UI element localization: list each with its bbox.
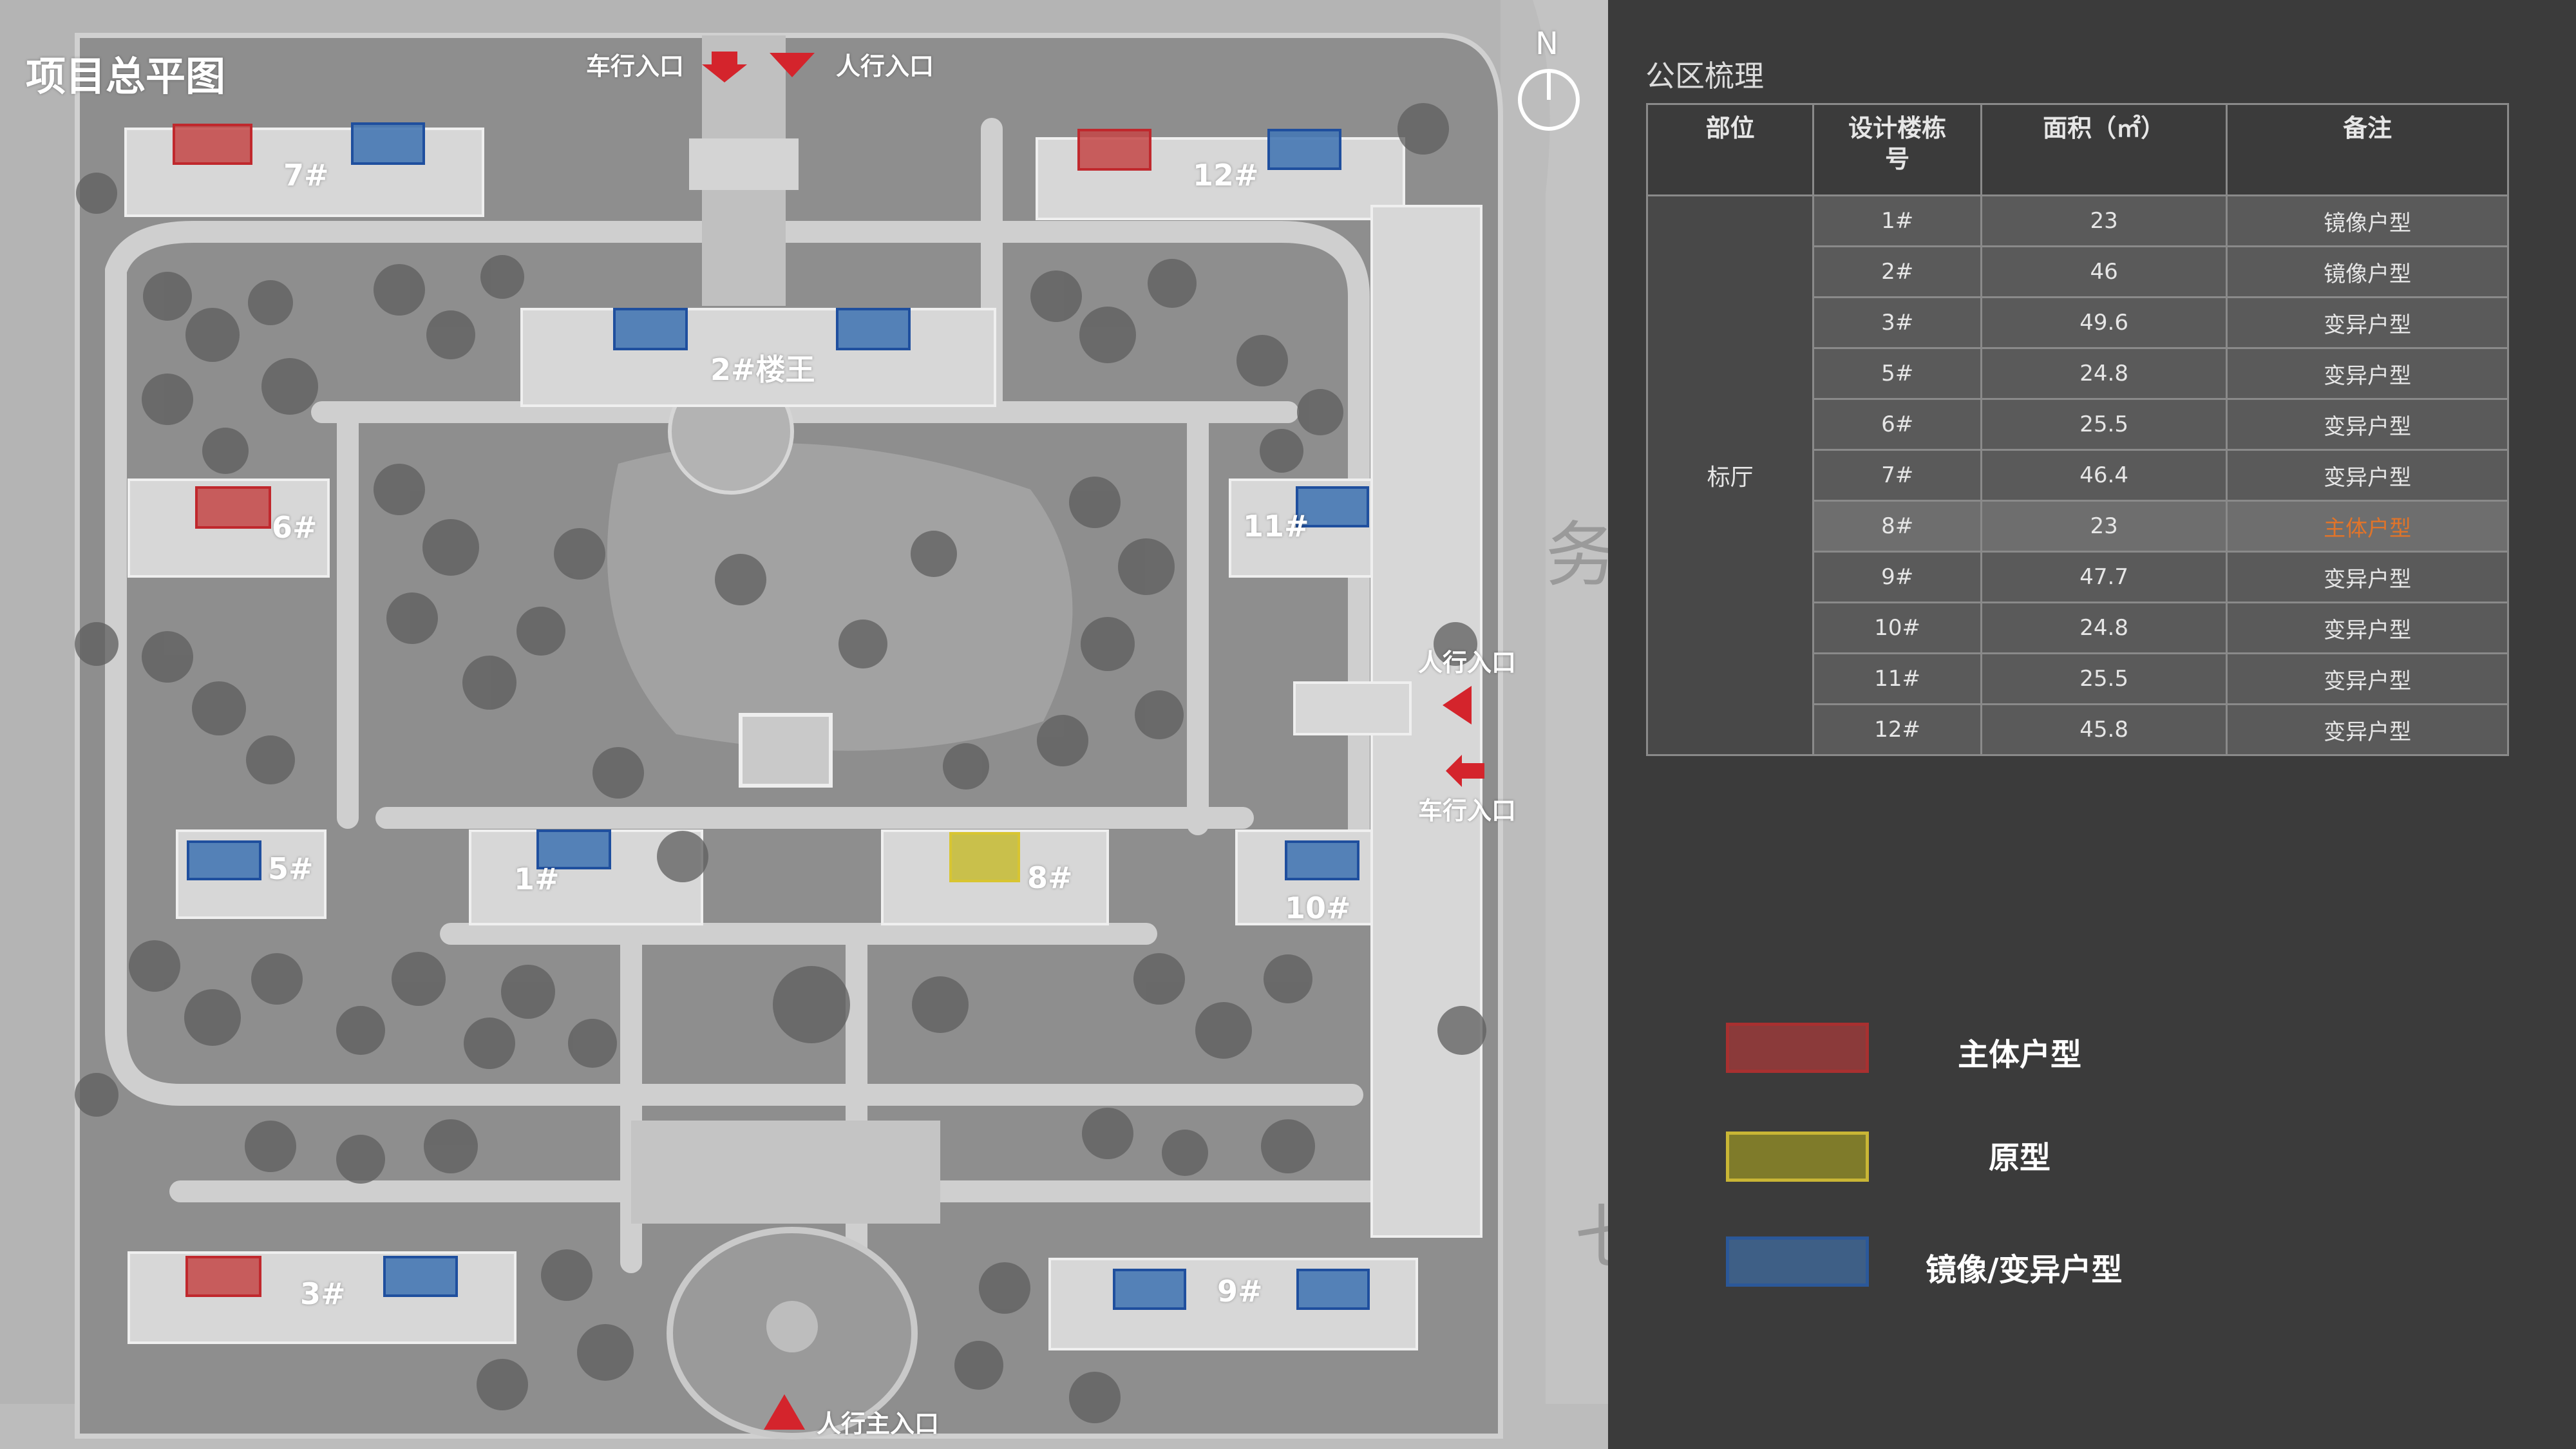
legend-swatch-mirror: [1726, 1236, 1869, 1287]
car-entrance-east-label: 车行入口: [1418, 797, 1517, 825]
cell-note: 镜像户型: [2226, 194, 2509, 247]
car-entrance-north-label: 车行入口: [586, 52, 685, 80]
building-label-2: 2#楼王: [710, 352, 815, 387]
cell-area: 46: [1980, 245, 2228, 298]
legend-label-prototype: 原型: [1989, 1140, 2051, 1176]
pedestrian-entrance-east-label: 人行入口: [1418, 649, 1517, 677]
unit-marker-12-mirror: [1267, 129, 1341, 170]
cell-area: 45.8: [1980, 703, 2228, 756]
section-cell: 标厅: [1645, 194, 1815, 756]
unit-marker-7-mirror: [351, 122, 425, 165]
building-label-3: 3#: [300, 1276, 346, 1311]
cell-note: 变异户型: [2226, 551, 2509, 603]
cell-building: 9#: [1812, 551, 1983, 603]
building-label-7: 7#: [283, 158, 329, 193]
cell-note: 变异户型: [2226, 449, 2509, 502]
main-pedestrian-entrance-label: 人行主入口: [817, 1410, 940, 1438]
cell-note: 变异户型: [2226, 347, 2509, 400]
cell-area: 25.5: [1980, 652, 2228, 705]
unit-marker-3-mirror: [383, 1256, 458, 1297]
col-header-building-text: 设计楼栋号: [1848, 114, 1947, 173]
table-row: 10# 24.8 变异户型: [1647, 601, 2509, 654]
building-label-1: 1#: [514, 862, 560, 896]
cell-note: 镜像户型: [2226, 245, 2509, 298]
building-label-5: 5#: [268, 851, 314, 886]
table-row: 12# 45.8 变异户型: [1647, 703, 2509, 756]
cell-note: 变异户型: [2226, 601, 2509, 654]
cell-note: 变异户型: [2226, 296, 2509, 349]
cell-note: 变异户型: [2226, 652, 2509, 705]
unit-marker-5-mirror: [187, 840, 261, 880]
unit-marker-2-a: [613, 308, 688, 350]
cell-note: 变异户型: [2226, 398, 2509, 451]
unit-marker-12-main: [1077, 129, 1151, 171]
cell-building: 3#: [1812, 296, 1983, 349]
map-title: 项目总平图: [26, 53, 226, 100]
table-row-highlighted: 8# 23 主体户型: [1647, 500, 2509, 553]
building-label-12: 12#: [1193, 158, 1259, 193]
cell-building: 1#: [1812, 194, 1983, 247]
site-plan-drawing: 务 七: [75, 0, 1608, 1449]
unit-marker-9-b: [1296, 1269, 1370, 1310]
cell-building: 12#: [1812, 703, 1983, 756]
table-row: 7# 46.4 变异户型: [1647, 449, 2509, 502]
building-label-11: 11#: [1243, 509, 1309, 544]
col-header-note: 备注: [2226, 103, 2509, 196]
cell-building: 10#: [1812, 601, 1983, 654]
cell-building: 2#: [1812, 245, 1983, 298]
unit-marker-3-main: [185, 1256, 261, 1297]
cell-building: 5#: [1812, 347, 1983, 400]
legend-label-main: 主体户型: [1958, 1037, 2082, 1073]
legend-swatch-main: [1726, 1023, 1869, 1073]
cell-area: 23: [1980, 500, 2228, 553]
cell-building: 7#: [1812, 449, 1983, 502]
site-plan-map: 务 七 项目总平图 N 车行入口 人行入口 人行入口 车行入口 人行主入口 7#…: [0, 0, 1608, 1449]
table-row: 6# 25.5 变异户型: [1647, 398, 2509, 451]
panel-title: 公区梳理: [1645, 59, 1764, 93]
road-name-1: 务: [1546, 514, 1608, 596]
table-row: 2# 46 镜像户型: [1647, 245, 2509, 298]
road-name-2: 七: [1575, 1197, 1608, 1279]
cell-note: 变异户型: [2226, 703, 2509, 756]
cell-building: 11#: [1812, 652, 1983, 705]
unit-marker-1-mirror: [536, 829, 611, 869]
cell-area: 47.7: [1980, 551, 2228, 603]
cell-area: 25.5: [1980, 398, 2228, 451]
col-header-area: 面积（㎡）: [1980, 103, 2228, 196]
pedestrian-entrance-north-label: 人行入口: [836, 52, 934, 80]
table-header-row: 部位 设计楼栋号 面积（㎡） 备注: [1645, 103, 2509, 196]
cell-building: 8#: [1812, 500, 1983, 553]
unit-marker-8-proto: [949, 832, 1020, 882]
cell-area: 46.4: [1980, 449, 2228, 502]
building-label-8: 8#: [1027, 860, 1073, 895]
legend-label-mirror: 镜像/变异户型: [1926, 1252, 2123, 1288]
north-indicator: N: [1535, 26, 1558, 62]
unit-marker-2-b: [836, 308, 911, 350]
cell-area: 24.8: [1980, 347, 2228, 400]
col-header-location: 部位: [1645, 103, 1815, 196]
building-label-9: 9#: [1217, 1274, 1263, 1309]
table-row: 标厅 1# 23 镜像户型: [1645, 194, 2509, 756]
cell-area: 49.6: [1980, 296, 2228, 349]
unit-marker-6-main: [195, 486, 271, 529]
unit-marker-11-mirror: [1296, 486, 1369, 527]
cell-note: 主体户型: [2226, 500, 2509, 553]
unit-marker-9-a: [1113, 1269, 1186, 1310]
unit-marker-10-mirror: [1285, 840, 1359, 880]
building-label-6: 6#: [272, 510, 317, 545]
legend-swatch-prototype: [1726, 1132, 1869, 1182]
col-header-building: 设计楼栋号: [1812, 103, 1983, 196]
table-row: 5# 24.8 变异户型: [1647, 347, 2509, 400]
table-row: 11# 25.5 变异户型: [1647, 652, 2509, 705]
table-row: 9# 47.7 变异户型: [1647, 551, 2509, 603]
unit-marker-7-main: [173, 124, 252, 165]
cell-area: 24.8: [1980, 601, 2228, 654]
public-area-table: 部位 设计楼栋号 面积（㎡） 备注 标厅 1# 23 镜像户型 2# 46 镜像…: [1645, 103, 2509, 756]
cell-building: 6#: [1812, 398, 1983, 451]
cell-area: 23: [1980, 194, 2228, 247]
building-label-10: 10#: [1285, 891, 1351, 925]
table-row: 3# 49.6 变异户型: [1647, 296, 2509, 349]
